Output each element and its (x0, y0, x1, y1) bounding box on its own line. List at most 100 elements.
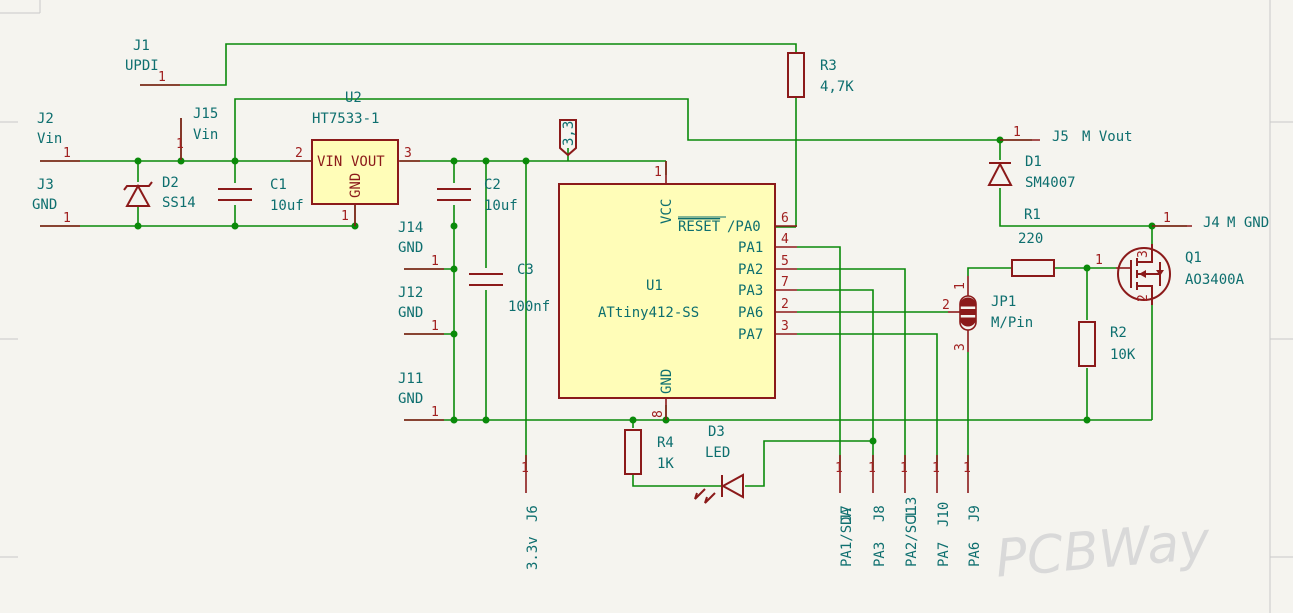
j15-ref: J15 (193, 106, 218, 122)
d2-ref: D2 (162, 175, 179, 191)
j3-ref: J3 (37, 177, 54, 193)
connector-j5[interactable]: 1 J5 M Vout (1000, 125, 1133, 145)
j10-value: PA7 (936, 542, 952, 567)
j4-ref: J4 (1203, 215, 1220, 231)
j5-value: M Vout (1082, 129, 1133, 145)
svg-text:2: 2 (295, 146, 303, 161)
led-d3[interactable]: D3 LED (694, 424, 744, 504)
j8-value: PA3 (872, 542, 888, 567)
u2-value: HT7533-1 (312, 111, 379, 127)
u1-pin-pa0: /PA0 (727, 219, 761, 235)
q1-ref: Q1 (1185, 250, 1202, 266)
svg-text:1: 1 (900, 461, 908, 476)
watermark: PCBWay (993, 511, 1213, 590)
capacitor-c1[interactable]: C1 10uf (218, 177, 304, 214)
svg-text:4: 4 (781, 232, 789, 247)
svg-text:7: 7 (781, 275, 789, 290)
u1-pin-pa3: PA3 (738, 283, 763, 299)
j13-ref: J13 (904, 497, 920, 522)
regulator-u2[interactable]: 2 3 1 VIN VOUT GND U2 HT7533-1 (290, 90, 420, 226)
j4-value: M GND (1227, 215, 1269, 231)
resistor-r1[interactable]: R1 220 (1011, 207, 1055, 277)
u1-pin-gnd: GND (659, 369, 675, 394)
connector-j13[interactable]: 1 PA2/SCL J13 (900, 455, 920, 567)
d3-ref: D3 (708, 424, 725, 440)
connector-j10[interactable]: 1 J10 PA7 (932, 455, 952, 567)
j11-ref: J11 (398, 371, 423, 387)
r1-ref: R1 (1024, 207, 1041, 223)
j14-value: GND (398, 240, 423, 256)
mcu-u1[interactable]: 1 8 6 4 5 7 2 3 VCC GND RESET /PA0 PA1 P… (558, 161, 797, 420)
svg-text:1: 1 (1095, 253, 1103, 268)
u1-pin-pa1: PA1 (738, 240, 763, 256)
connector-j4[interactable]: 1 J4 M GND (1152, 211, 1269, 231)
jp1-value: M/Pin (991, 315, 1033, 331)
svg-text:1: 1 (431, 405, 439, 420)
connector-j9[interactable]: 1 J9 PA6 (963, 455, 983, 567)
connector-j14[interactable]: 1 J14 GND (398, 220, 444, 270)
svg-text:3: 3 (404, 146, 412, 161)
connector-j2[interactable]: 1 J2 Vin (37, 111, 80, 162)
d1-ref: D1 (1025, 154, 1042, 170)
j7-ref: J7 (839, 505, 855, 522)
j13-value: PA2/SCL (904, 508, 920, 567)
mosfet-q1[interactable]: 1 3 2 Q1 AO3400A (1095, 244, 1245, 305)
r3-value: 4,7K (820, 79, 854, 95)
j10-ref: J10 (936, 502, 952, 527)
u1-pin-pa7: PA7 (738, 327, 763, 343)
svg-text:3: 3 (953, 343, 968, 351)
u2-ref: U2 (345, 90, 362, 106)
r4-value: 1K (657, 456, 674, 472)
d3-value: LED (705, 445, 730, 461)
u2-pin-gnd: GND (348, 173, 364, 198)
resistor-r3[interactable]: R3 4,7K (787, 52, 854, 98)
j12-ref: J12 (398, 285, 423, 301)
u1-pin-pa6: PA6 (738, 305, 763, 321)
svg-text:1: 1 (63, 146, 71, 161)
svg-text:1: 1 (654, 165, 662, 180)
connector-j1[interactable]: 1 J1 UPDI (125, 38, 180, 86)
svg-text:1: 1 (341, 209, 349, 224)
capacitor-c2[interactable]: C2 10uf (437, 177, 518, 214)
svg-text:1: 1 (176, 137, 184, 152)
u2-pin-vout: VOUT (351, 154, 385, 170)
connector-j6[interactable]: 1 J6 3.3v (521, 455, 541, 570)
c3-ref: C3 (517, 262, 534, 278)
j2-value: Vin (37, 131, 62, 147)
j11-value: GND (398, 391, 423, 407)
r2-value: 10K (1110, 347, 1136, 363)
connector-j7[interactable]: 1 PA1/SDA J7 (835, 455, 855, 567)
c1-ref: C1 (270, 177, 287, 193)
j1-ref: J1 (133, 38, 150, 54)
r3-ref: R3 (820, 58, 837, 74)
svg-text:1: 1 (963, 461, 971, 476)
j9-ref: J9 (967, 505, 983, 522)
svg-text:2: 2 (1136, 294, 1151, 302)
connector-j8[interactable]: 1 J8 PA3 (868, 455, 888, 567)
diode-d2[interactable]: D2 SS14 (123, 175, 196, 211)
j2-ref: J2 (37, 111, 54, 127)
u2-pin-vin: VIN (317, 154, 342, 170)
c3-value: 100nf (508, 299, 550, 315)
svg-text:1: 1 (431, 254, 439, 269)
j3-value: GND (32, 197, 57, 213)
d1-value: SM4007 (1025, 175, 1076, 191)
jumper-jp1[interactable]: 1 2 3 JP1 M/Pin (942, 276, 1033, 352)
r4-ref: R4 (657, 435, 674, 451)
j9-value: PA6 (967, 542, 983, 567)
connector-j12[interactable]: 1 J12 GND (398, 285, 444, 335)
u1-pin-vcc: VCC (659, 199, 675, 224)
r1-value: 220 (1018, 231, 1043, 247)
svg-text:1: 1 (63, 211, 71, 226)
connector-j15[interactable]: 1 J15 Vin (176, 106, 218, 160)
capacitor-c3[interactable]: C3 100nf (469, 262, 550, 315)
diode-d1[interactable]: D1 SM4007 (987, 154, 1076, 191)
connector-j3[interactable]: 1 J3 GND (32, 177, 80, 227)
connector-j11[interactable]: 1 J11 GND (398, 371, 444, 421)
j5-ref: J5 (1052, 129, 1069, 145)
resistor-r2[interactable]: R2 10K (1078, 321, 1136, 367)
svg-text:1: 1 (868, 461, 876, 476)
power-flag-3v3[interactable]: 3,3 (559, 119, 577, 157)
resistor-r4[interactable]: R4 1K (624, 429, 674, 475)
